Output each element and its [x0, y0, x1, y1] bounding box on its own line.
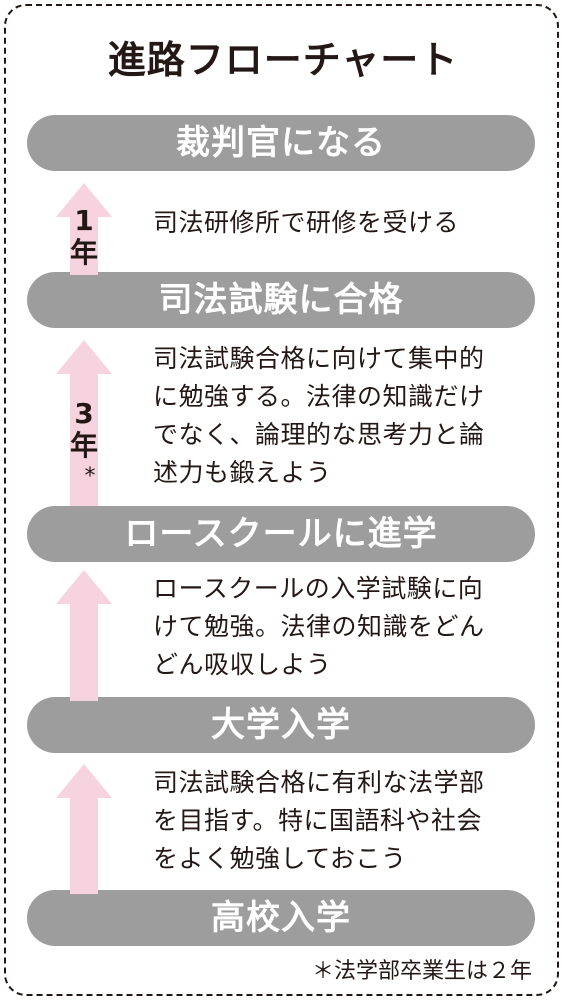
stage-enter-high-school: 高校入学 — [27, 890, 535, 946]
description-bar-exam-study: 司法試験合格に向けて集中的 に勉強する。法律の知識だけ でなく、論理的な思考力と… — [153, 344, 485, 487]
dashed-frame — [4, 4, 559, 996]
stage-become-judge: 裁判官になる — [27, 115, 535, 171]
description-training: 司法研修所で研修を受ける — [153, 208, 460, 237]
arrow-label-2: 3 年 — [56, 398, 112, 462]
description-law-school-study: ロースクールの入学試験に向 けて勉強。法律の知識をどん どん吸収しよう — [153, 574, 485, 679]
arrow-duration-unit: 年 — [69, 236, 98, 269]
footnote: ＊法学部卒業生は２年 — [311, 959, 532, 984]
asterisk-note-mark: * — [84, 464, 96, 489]
page-title: 進路フローチャート — [107, 38, 459, 82]
arrow-label-1: 1 年 — [56, 205, 112, 269]
stage-enter-law-school: ロースクールに進学 — [27, 506, 535, 562]
description-university-goal: 司法試験合格に有利な法学部 を目指す。特に国語科や社会 をよく勉強しておこう — [153, 768, 485, 873]
stage-enter-university: 大学入学 — [27, 697, 535, 753]
arrow-duration-unit: 年 — [69, 429, 98, 462]
arrow-duration-number: 1 — [74, 204, 94, 237]
arrow-duration-number: 3 — [74, 397, 94, 430]
stage-pass-bar-exam: 司法試験に合格 — [27, 272, 535, 328]
